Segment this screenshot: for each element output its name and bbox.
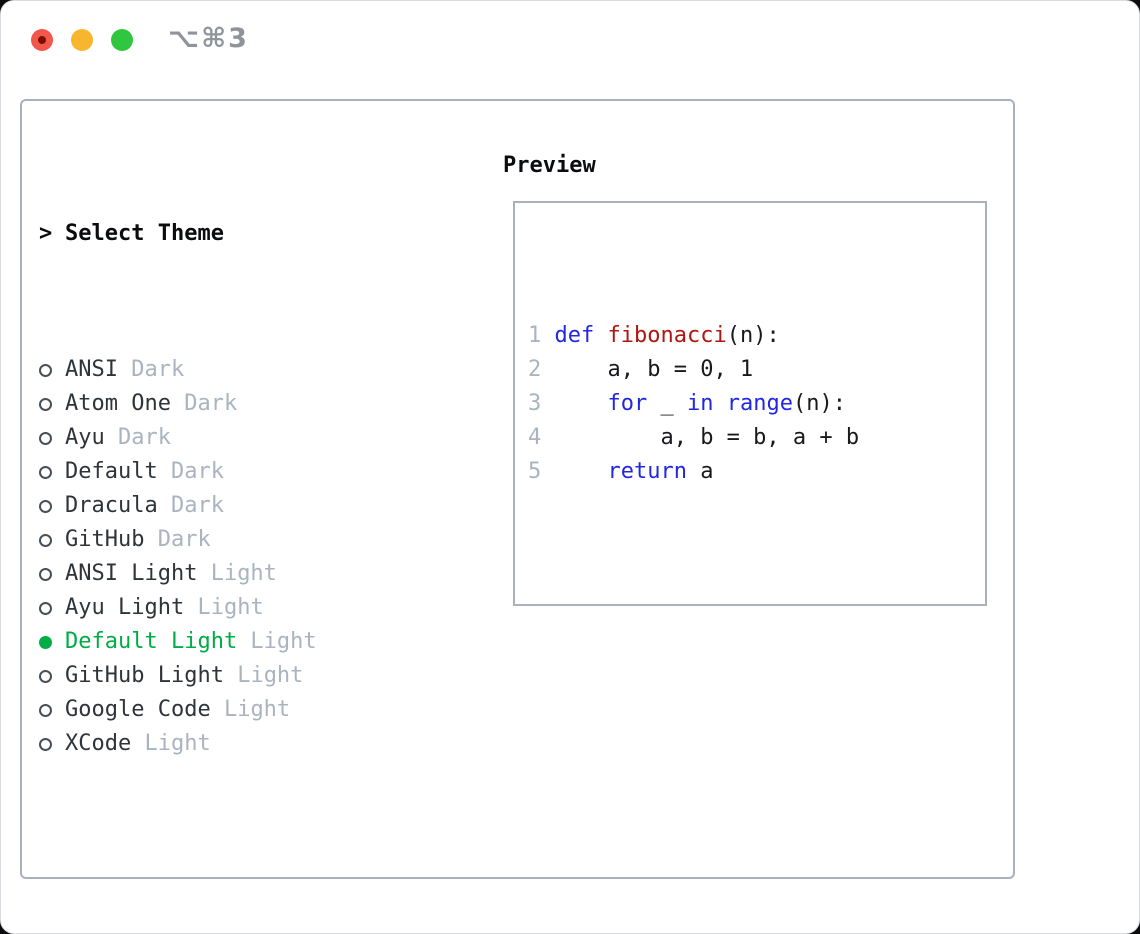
- theme-option[interactable]: GitHub Dark: [39, 523, 441, 557]
- theme-option[interactable]: ANSI Dark: [39, 353, 441, 387]
- theme-option-variant: Dark: [170, 391, 238, 416]
- radio-icon: [39, 591, 65, 625]
- theme-option-name: Ayu Light: [65, 595, 185, 620]
- window-title: ⌥⌘3: [168, 23, 249, 54]
- theme-option-name: Google Code: [65, 697, 211, 722]
- selection-arrow-icon: >: [39, 221, 53, 246]
- theme-option-name: Atom One: [65, 391, 171, 416]
- code-token: 1: [528, 323, 555, 348]
- theme-list-title: Select Theme: [65, 221, 224, 246]
- code-token: 5: [528, 459, 555, 484]
- zoom-button[interactable]: [111, 29, 133, 51]
- theme-option-variant: Dark: [157, 493, 224, 518]
- theme-option-variant: Dark: [104, 425, 171, 450]
- radio-icon: [39, 659, 65, 693]
- theme-option-variant: Light: [237, 629, 317, 654]
- code-token: a: [686, 459, 714, 484]
- code-token: [555, 391, 608, 416]
- theme-option-variant: Light: [223, 663, 304, 688]
- theme-option-name: GitHub: [65, 527, 145, 552]
- theme-option[interactable]: Atom One Dark: [39, 387, 441, 421]
- code-token: for: [607, 391, 648, 416]
- close-button[interactable]: [31, 29, 53, 51]
- code-token: 3: [528, 391, 555, 416]
- theme-option-variant: Light: [210, 697, 291, 722]
- code-token: fibonacci: [607, 323, 727, 348]
- code-token: [555, 459, 608, 484]
- radio-icon: [39, 693, 65, 727]
- theme-option[interactable]: Ayu Light Light: [39, 591, 441, 625]
- theme-option-name: Default Light: [65, 629, 238, 654]
- radio-icon: [39, 387, 65, 421]
- theme-option[interactable]: Default Dark: [39, 455, 441, 489]
- code-token: [594, 323, 607, 348]
- code-token: in: [686, 391, 714, 416]
- theme-option-variant: Dark: [117, 357, 185, 382]
- code-token: [713, 391, 726, 416]
- code-line: 3 for _ in range(n):: [528, 387, 985, 421]
- code-token: (n):: [792, 391, 846, 416]
- radio-icon: [39, 489, 65, 523]
- spacer: [39, 863, 441, 897]
- theme-option[interactable]: ANSI Light Light: [39, 557, 441, 591]
- theme-option-variant: Dark: [157, 459, 224, 484]
- theme-option-name: ANSI: [65, 357, 118, 382]
- theme-option-variant: Light: [184, 595, 264, 620]
- radio-icon: [39, 455, 65, 489]
- theme-option-variant: Dark: [144, 527, 211, 552]
- theme-option[interactable]: GitHub Light Light: [39, 659, 441, 693]
- code-line: 4 a, b = b, a + b: [528, 421, 985, 455]
- radio-icon: [39, 625, 65, 659]
- theme-option[interactable]: Ayu Dark: [39, 421, 441, 455]
- theme-list-header: > Select Theme: [39, 217, 441, 251]
- theme-option[interactable]: XCode Light: [39, 727, 441, 761]
- theme-option[interactable]: Dracula Dark: [39, 489, 441, 523]
- code-token: a, b = 0, 1: [554, 357, 754, 382]
- radio-icon: [39, 523, 65, 557]
- theme-option-name: Ayu: [65, 425, 105, 450]
- radio-icon: [39, 727, 65, 761]
- theme-option-name: Default: [65, 459, 158, 484]
- code-line: 2 a, b = 0, 1: [528, 353, 985, 387]
- theme-option-variant: Light: [131, 731, 211, 756]
- code-token: 2: [528, 357, 555, 382]
- code-token: 4: [528, 425, 555, 450]
- minimize-button[interactable]: [71, 29, 93, 51]
- theme-option-variant: Light: [197, 561, 277, 586]
- code-token: range: [726, 391, 793, 416]
- theme-option-name: Dracula: [65, 493, 158, 518]
- radio-icon: [39, 421, 65, 455]
- code-token: return: [607, 459, 687, 484]
- theme-option[interactable]: Default Light Light: [39, 625, 441, 659]
- theme-option-name: GitHub Light: [65, 663, 224, 688]
- radio-icon: [39, 557, 65, 591]
- theme-option[interactable]: Google Code Light: [39, 693, 441, 727]
- code-line: 5 return a: [528, 455, 985, 489]
- code-token: def: [554, 323, 595, 348]
- theme-option-name: XCode: [65, 731, 132, 756]
- code-token: _: [647, 391, 687, 416]
- theme-option-name: ANSI Light: [65, 561, 198, 586]
- code-line: 1 def fibonacci(n):: [528, 319, 985, 353]
- preview-title: Preview: [503, 153, 596, 178]
- preview-blank-line: [528, 557, 985, 591]
- code-token: a, b = b, a + b: [554, 425, 860, 450]
- code-token: (n):: [726, 323, 780, 348]
- radio-icon: [39, 353, 65, 387]
